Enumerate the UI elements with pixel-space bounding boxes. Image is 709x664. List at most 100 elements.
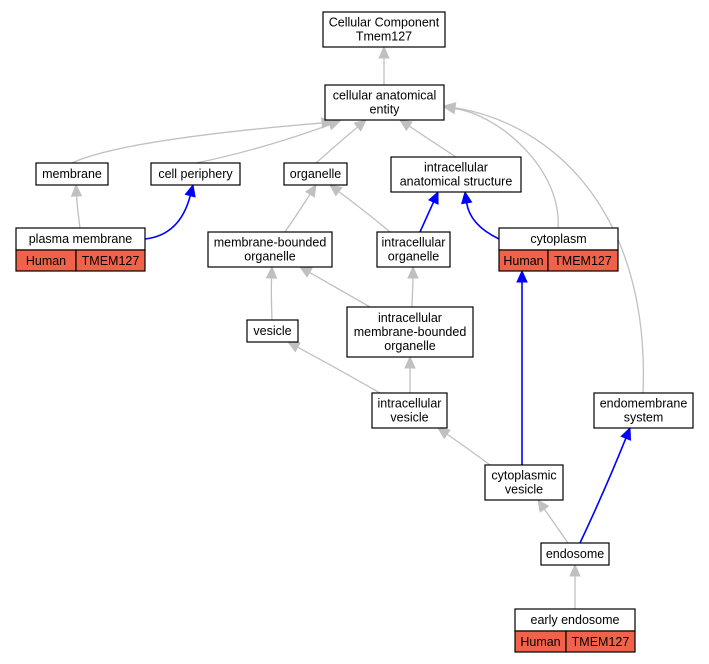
node-label-line: vesicle xyxy=(390,411,428,425)
node-box xyxy=(593,392,694,429)
node-label-line: organelle xyxy=(384,339,435,353)
arrowhead xyxy=(70,183,83,197)
arrowhead xyxy=(329,184,343,197)
edge-line xyxy=(543,508,569,544)
edge-line xyxy=(309,271,371,308)
node-label-line: membrane-bounded xyxy=(214,236,327,250)
node-label-line: membrane xyxy=(42,167,102,181)
arrowhead xyxy=(442,102,457,114)
node-label-line: intracellular xyxy=(424,161,488,175)
edge-line xyxy=(144,195,192,240)
edge-endomembrane-system-to-cellular-anatomical-entity xyxy=(442,102,644,394)
edge-endosome-to-endomembrane-system xyxy=(579,426,632,544)
arrowhead xyxy=(461,190,473,205)
arrowhead xyxy=(404,355,416,369)
edge-line xyxy=(75,195,81,229)
gene-cell xyxy=(547,249,619,272)
arrowhead xyxy=(353,119,367,132)
edge-line xyxy=(270,277,273,321)
arrowhead xyxy=(398,119,413,132)
node-label-line: intracellular xyxy=(378,311,442,325)
edge-line xyxy=(446,433,491,466)
edge-intracellular-membrane-bounded-organelle-to-intracellular-organelle xyxy=(407,265,419,308)
gene-cell xyxy=(565,630,636,653)
edge-line xyxy=(411,277,414,308)
node-label-line: cell periphery xyxy=(158,167,233,181)
node-vesicle[interactable]: vesicle xyxy=(246,319,299,343)
edge-membrane-to-cellular-anatomical-entity xyxy=(71,117,335,164)
node-box xyxy=(371,392,448,429)
node-box xyxy=(283,162,348,186)
node-label-line: anatomical structure xyxy=(400,175,513,189)
edge-line xyxy=(419,201,435,233)
node-box xyxy=(376,231,451,268)
edge-cytoplasm-to-intracellular-anatomical-structure xyxy=(461,190,500,240)
node-box xyxy=(246,319,299,343)
species-label: Human xyxy=(503,254,543,268)
edge-cytoplasmic-vesicle-to-cytoplasm xyxy=(516,269,528,465)
edge-line xyxy=(195,124,330,164)
node-label-line: endosome xyxy=(546,547,604,561)
edge-line xyxy=(454,107,559,229)
node-label-line: Cellular Component xyxy=(329,16,440,30)
node-label-line: Tmem127 xyxy=(356,30,412,44)
arrowhead xyxy=(378,45,390,59)
gene-cell xyxy=(75,249,146,272)
node-label-line: organelle xyxy=(244,250,295,264)
node-label-line: organelle xyxy=(290,167,341,181)
node-label-line: membrane-bounded xyxy=(354,325,467,339)
edge-cytoplasmic-vesicle-to-intracellular-vesicle xyxy=(437,427,491,466)
gene-label[interactable]: TMEM127 xyxy=(82,254,140,268)
edge-cell-periphery-to-cellular-anatomical-entity xyxy=(195,119,342,164)
node-label-line: intracellular xyxy=(382,236,446,250)
node-cell-periphery[interactable]: cell periphery xyxy=(150,162,241,186)
node-label-line: vesicle xyxy=(253,324,291,338)
edge-intracellular-anatomical-structure-to-cellular-anatomical-entity xyxy=(398,119,457,158)
node-label-line: cytoplasm xyxy=(530,232,586,246)
node-label-line: cellular anatomical xyxy=(333,89,437,103)
arrowhead xyxy=(537,499,550,513)
node-box xyxy=(322,11,446,48)
edge-line xyxy=(284,193,311,233)
edge-line xyxy=(465,202,500,240)
edge-line xyxy=(315,126,358,164)
node-box xyxy=(540,542,610,566)
edge-intracellular-membrane-bounded-organelle-to-membrane-bounded-organelle xyxy=(298,266,371,308)
edge-line xyxy=(338,191,391,233)
gene-label[interactable]: TMEM127 xyxy=(554,254,612,268)
node-organelle[interactable]: organelle xyxy=(283,162,348,186)
node-endosome[interactable]: endosome xyxy=(540,542,610,566)
arrowhead xyxy=(298,266,313,278)
edge-intracellular-organelle-to-organelle xyxy=(329,184,391,233)
arrowhead xyxy=(327,119,342,131)
edge-plasma-membrane-to-membrane xyxy=(70,183,83,229)
arrowhead xyxy=(569,563,581,577)
node-membrane[interactable]: membrane xyxy=(35,162,109,186)
edge-line xyxy=(71,122,323,164)
node-label-line: system xyxy=(624,411,664,425)
edge-intracellular-vesicle-to-intracellular-membrane-bounded-organelle xyxy=(404,355,416,393)
arrowhead xyxy=(516,269,528,283)
arrowhead xyxy=(265,265,278,279)
edge-membrane-bounded-organelle-to-organelle xyxy=(284,183,317,233)
node-label-line: organelle xyxy=(388,250,439,264)
arrowhead xyxy=(428,190,439,205)
node-box xyxy=(390,156,522,193)
gene-label[interactable]: TMEM127 xyxy=(572,635,630,649)
node-box xyxy=(35,162,109,186)
edge-intracellular-organelle-to-intracellular-anatomical-structure xyxy=(419,190,439,233)
edge-line xyxy=(454,107,644,394)
